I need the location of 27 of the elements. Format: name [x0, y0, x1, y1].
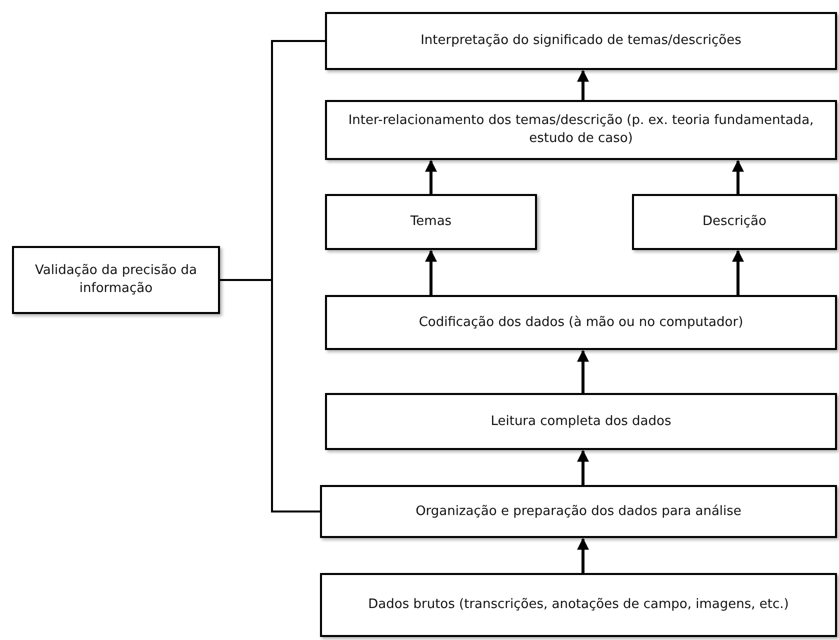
- arrow: [425, 160, 437, 194]
- arrow: [425, 250, 437, 295]
- box-text: Organização e preparação dos dados para análise: [416, 502, 742, 520]
- box-text: Codificação dos dados (à mão ou no computador): [418, 314, 744, 332]
- box-text: Validação da precisão da informação: [34, 262, 198, 298]
- arrow: [577, 450, 589, 485]
- arrow: [577, 70, 589, 100]
- box-text: Dados brutos (transcrições, anotações de campo, imagens, etc.): [368, 596, 789, 614]
- process-box: [632, 194, 837, 250]
- box-text: Interpretação do significado de temas/descrições: [420, 32, 742, 50]
- process-box: [320, 485, 837, 538]
- arrow: [577, 350, 589, 393]
- connector-line: [220, 279, 320, 512]
- box-text: Inter-relacionamento dos temas/descrição (p. ex. teoria fundamentada, estudo de caso): [347, 112, 815, 148]
- arrow: [732, 250, 744, 295]
- process-box: [325, 295, 837, 350]
- arrow: [577, 538, 589, 573]
- box-text: Descrição: [702, 213, 766, 231]
- process-box: [325, 100, 837, 160]
- process-box: [325, 393, 837, 450]
- box-text: Temas: [410, 213, 452, 231]
- process-box: [325, 194, 537, 250]
- process-box: [325, 12, 837, 70]
- box-text: Leitura completa dos dados: [490, 412, 672, 430]
- process-box: [12, 246, 220, 314]
- arrow: [732, 160, 744, 194]
- process-box: [320, 573, 837, 637]
